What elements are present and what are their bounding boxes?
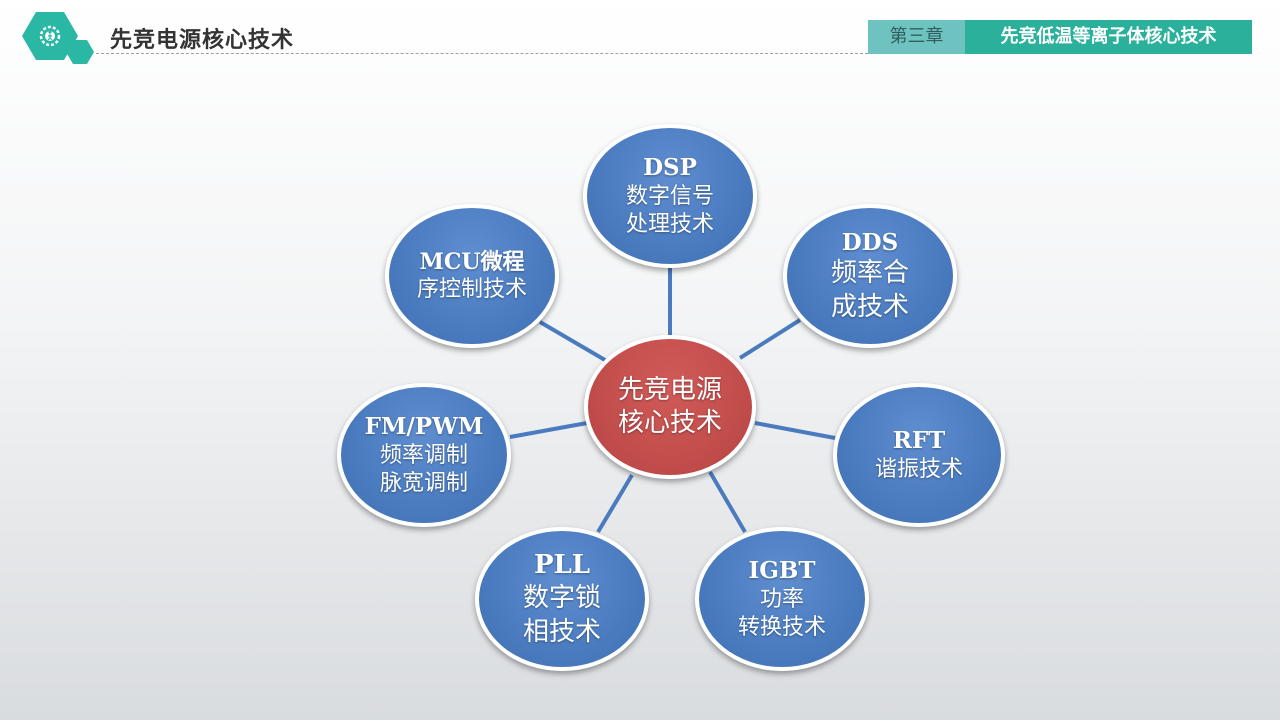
node-igbt-line-1: 功率	[759, 586, 804, 612]
node-dsp-title: DSP	[643, 154, 697, 182]
node-mcu-line-1: MCU微程	[419, 248, 525, 275]
node-dsp: DSP 数字信号 处理技术	[583, 124, 757, 268]
node-dds-line-2: 成技术	[830, 291, 909, 322]
node-fm-pwm-line-2: 脉宽调制	[379, 470, 468, 496]
section-label: 先竞低温等离子体核心技术	[965, 20, 1252, 54]
title-divider	[96, 53, 868, 54]
chapter-label: 第三章	[868, 20, 965, 54]
node-igbt-title: IGBT	[748, 557, 816, 585]
node-mcu: MCU微程 序控制技术	[385, 204, 559, 348]
center-node-line-1: 先竞电源	[617, 374, 722, 405]
node-dsp-line-2: 处理技术	[625, 211, 714, 237]
page-title: 先竞电源核心技术	[110, 28, 295, 53]
node-rft-line-1: 谐振技术	[874, 456, 963, 482]
node-fm-pwm-line-1: 频率调制	[379, 442, 468, 468]
connector-mcu	[538, 320, 607, 362]
node-fm-pwm-title: FM/PWM	[364, 413, 484, 441]
node-dds-title: DDS	[841, 229, 899, 257]
node-pll-line-1: 数字锁	[522, 583, 601, 614]
connector-pll	[596, 473, 634, 534]
connector-fmpwm	[509, 421, 588, 439]
node-dsp-line-1: 数字信号	[625, 183, 714, 209]
node-rft-title: RFT	[892, 427, 946, 455]
center-node: 先竞电源 核心技术	[584, 335, 756, 479]
node-mcu-line-2: 序控制技术	[416, 277, 527, 302]
connector-rft	[754, 421, 836, 440]
node-fm-pwm: FM/PWM 频率调制 脉宽调制	[337, 383, 511, 527]
node-pll-line-2: 相技术	[522, 616, 601, 647]
node-dds-line-1: 频率合	[830, 258, 909, 289]
node-rft: RFT 谐振技术	[833, 383, 1005, 527]
node-pll: PLL 数字锁 相技术	[475, 527, 649, 671]
node-igbt: IGBT 功率 转换技术	[695, 527, 869, 671]
connector-dds	[738, 318, 802, 360]
gear-figure-icon	[39, 25, 61, 47]
connector-igbt	[708, 470, 747, 534]
node-igbt-line-2: 转换技术	[737, 614, 826, 640]
node-pll-title: PLL	[533, 550, 591, 581]
node-dds: DDS 频率合 成技术	[783, 204, 957, 348]
center-node-line-2: 核心技术	[617, 408, 722, 438]
